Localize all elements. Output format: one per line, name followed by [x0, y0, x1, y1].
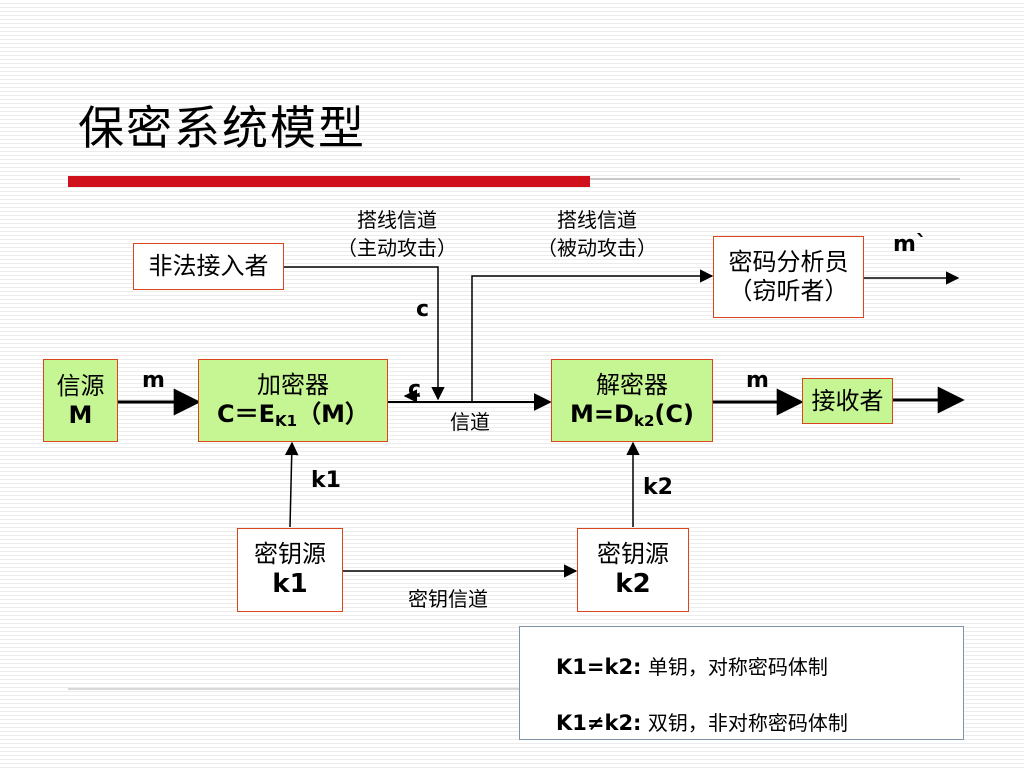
title-underline-bar: [68, 176, 590, 187]
label-c-top: c: [416, 297, 430, 322]
intruder-box: 非法接入者: [133, 243, 284, 290]
label-m-out: m: [746, 368, 769, 393]
keysource2-symbol: k2: [615, 568, 651, 599]
decryptor-label: 解密器: [596, 371, 668, 400]
encryptor-label: 加密器: [257, 371, 329, 400]
legend-box: K1=k2: 单钥，对称密码体制 K1≠k2: 双钥，非对称密码体制: [519, 626, 964, 740]
bottom-divider: [68, 688, 523, 690]
label-k1: k1: [311, 468, 341, 493]
label-k2: k2: [643, 475, 673, 500]
keysource2-box: 密钥源 k2: [577, 528, 689, 612]
source-symbol: M: [68, 400, 93, 429]
legend-row-asymmetric: K1≠k2: 双钥，非对称密码体制: [556, 711, 848, 735]
title-underline-line: [590, 178, 960, 180]
arrow-key1-encryptor: [284, 441, 299, 528]
source-label: 信源: [56, 371, 105, 400]
analyst-sublabel: （窃听者）: [728, 277, 849, 305]
label-c-mid: c: [408, 377, 422, 402]
decryptor-formula: M=Dk2(C): [570, 399, 694, 430]
receiver-label: 接收者: [811, 386, 884, 415]
source-box: 信源 M: [43, 359, 118, 442]
encryptor-box: 加密器 C＝EK1（M）: [198, 359, 388, 442]
keysource2-label: 密钥源: [597, 540, 669, 568]
keysource1-label: 密钥源: [254, 540, 326, 568]
analyst-box: 密码分析员 （窃听者）: [713, 236, 864, 318]
keysource1-box: 密钥源 k1: [237, 528, 343, 612]
intruder-label: 非法接入者: [148, 252, 269, 281]
receiver-box: 接收者: [802, 378, 893, 424]
label-m-prime: m`: [893, 232, 927, 257]
label-m-in: m: [142, 368, 165, 393]
arrow-channel-analyst: [471, 269, 714, 402]
page-title: 保密系统模型: [78, 101, 366, 155]
label-channel: 信道: [450, 410, 490, 434]
analyst-label: 密码分析员: [728, 248, 849, 277]
label-key-channel: 密钥信道: [408, 587, 488, 611]
encryptor-formula: C＝EK1（M）: [217, 399, 369, 430]
keysource1-symbol: k1: [272, 568, 308, 599]
decryptor-box: 解密器 M=Dk2(C): [551, 359, 713, 442]
legend-row-symmetric: K1=k2: 单钥，对称密码体制: [556, 655, 828, 679]
tap-active-label: 搭线信道 （主动攻击）: [337, 208, 457, 260]
tap-passive-label: 搭线信道 （被动攻击）: [537, 208, 657, 260]
arrow-intruder-channel: [284, 266, 445, 401]
